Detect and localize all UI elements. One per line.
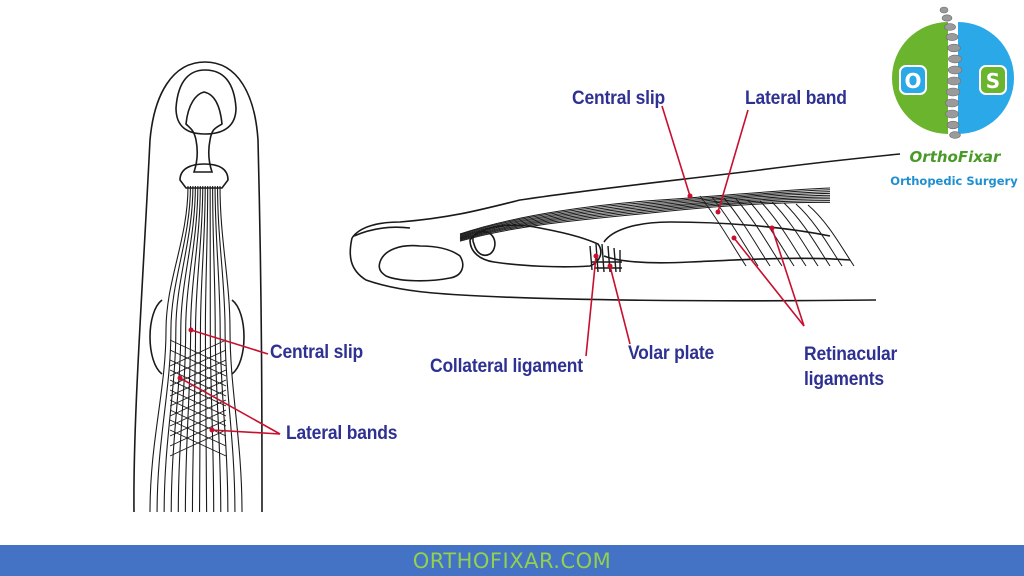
lateral-finger-view — [349, 153, 901, 302]
dorsal-crossing-fibers — [169, 339, 227, 457]
dorsal-fiber — [170, 185, 196, 513]
dorsal-cross-fiber — [169, 399, 227, 427]
dorsal-fiber — [149, 185, 189, 513]
lateral-proximal-phalanx-lower — [603, 255, 851, 264]
retinacular-fiber — [699, 195, 747, 267]
leader-dorsal-central-slip — [190, 329, 269, 355]
lateral-fiber — [459, 189, 831, 236]
logo-letter-s: S — [986, 69, 1000, 93]
leader-retinacular-1 — [733, 237, 805, 327]
lateral-fiber — [459, 198, 831, 240]
lateral-fiber — [459, 201, 831, 242]
lateral-distal-phalanx — [378, 244, 464, 282]
retinacular-fiber — [783, 202, 831, 267]
spine-icon — [939, 6, 963, 139]
anatomy-diagram — [133, 61, 901, 513]
retinacular-fiber — [807, 204, 855, 267]
leader-retinacular-2 — [771, 227, 805, 327]
dorsal-fiber — [204, 185, 209, 513]
dorsal-finger-outline — [133, 61, 263, 513]
lateral-nail — [353, 226, 411, 237]
dorsal-fiber — [214, 185, 229, 513]
dorsal-cross-fiber — [169, 339, 227, 367]
brand-name: OrthoFixar — [909, 148, 1001, 166]
dorsal-fiber — [156, 185, 192, 513]
dorsal-extensor-fibers — [149, 185, 243, 513]
leader-dots — [177, 193, 775, 433]
retinacular-fiber — [747, 199, 795, 267]
dorsal-fiber — [177, 185, 199, 513]
leader-lines — [179, 105, 805, 435]
dorsal-cross-fiber — [169, 379, 227, 407]
lateral-fiber — [459, 187, 831, 235]
leader-collateral-ligament — [585, 255, 597, 357]
leader-lateral-central-slip — [661, 105, 691, 197]
dorsal-finger-view — [133, 61, 263, 513]
footer-bar: ORTHOFIXAR.COM — [0, 545, 1024, 576]
dorsal-distal-phalanx — [185, 91, 223, 173]
label-dorsal-central-slip: Central slip — [270, 342, 363, 363]
lateral-fiber — [459, 200, 831, 241]
retinacular-fiber — [711, 196, 759, 267]
leader-dorsal-lateral-bands-1 — [179, 377, 281, 435]
retinacular-fiber — [759, 200, 807, 267]
retinacular-fiber — [795, 203, 843, 267]
dorsal-cross-fiber — [169, 429, 227, 457]
lateral-extensor-fibers — [459, 187, 831, 242]
label-retinacular-ligaments: Retinacular ligaments — [804, 342, 897, 392]
leader-lateral-band — [717, 109, 749, 213]
lateral-fiber — [459, 191, 831, 237]
lateral-finger-outline-bottom — [349, 237, 877, 302]
lateral-fiber — [459, 192, 831, 238]
dorsal-nail — [175, 69, 237, 135]
dorsal-fiber — [198, 185, 206, 513]
dorsal-fiber — [219, 185, 243, 513]
footer-website-link[interactable]: ORTHOFIXAR.COM — [412, 548, 612, 573]
lateral-finger-outline-top — [351, 153, 901, 239]
orthofixar-logo: O S — [892, 6, 1014, 139]
dorsal-cross-fiber — [169, 349, 227, 377]
dorsal-cross-fiber — [169, 409, 227, 437]
label-lateral-band: Lateral band — [745, 88, 847, 109]
dorsal-cross-fiber — [169, 359, 227, 387]
retinacular-fiber — [771, 201, 819, 267]
lateral-fiber — [459, 194, 831, 239]
label-collateral-ligament: Collateral ligament — [430, 356, 583, 377]
leader-volar-plate — [609, 265, 631, 345]
retinacular-fiber — [735, 198, 783, 267]
dorsal-fiber — [163, 185, 194, 513]
dorsal-cross-fiber — [169, 419, 227, 447]
label-lateral-central-slip: Central slip — [572, 88, 665, 109]
dorsal-pip-bulge-right — [231, 299, 245, 375]
lateral-middle-phalanx — [469, 224, 602, 268]
dorsal-fiber — [216, 185, 236, 513]
logo-letter-badges: O S — [899, 65, 1007, 95]
brand-tagline: Orthopedic Surgery — [890, 174, 1018, 188]
leader-dorsal-lateral-bands-2 — [211, 429, 281, 435]
label-dorsal-lateral-bands: Lateral bands — [286, 423, 398, 444]
dorsal-cross-fiber — [169, 389, 227, 417]
dorsal-pip-bulge-left — [149, 299, 163, 375]
dorsal-fiber — [209, 185, 215, 513]
dorsal-cross-fiber — [169, 369, 227, 397]
dorsal-dip-joint — [179, 163, 229, 189]
label-retinacular-line1: Retinacular — [804, 344, 898, 365]
retinacular-fiber — [723, 197, 771, 267]
label-volar-plate: Volar plate — [628, 343, 715, 364]
dorsal-fiber — [191, 185, 204, 513]
lateral-fiber — [459, 196, 831, 239]
label-retinacular-line2: ligaments — [804, 369, 884, 390]
lateral-proximal-phalanx — [603, 221, 831, 243]
logo-letter-o: O — [904, 69, 921, 93]
